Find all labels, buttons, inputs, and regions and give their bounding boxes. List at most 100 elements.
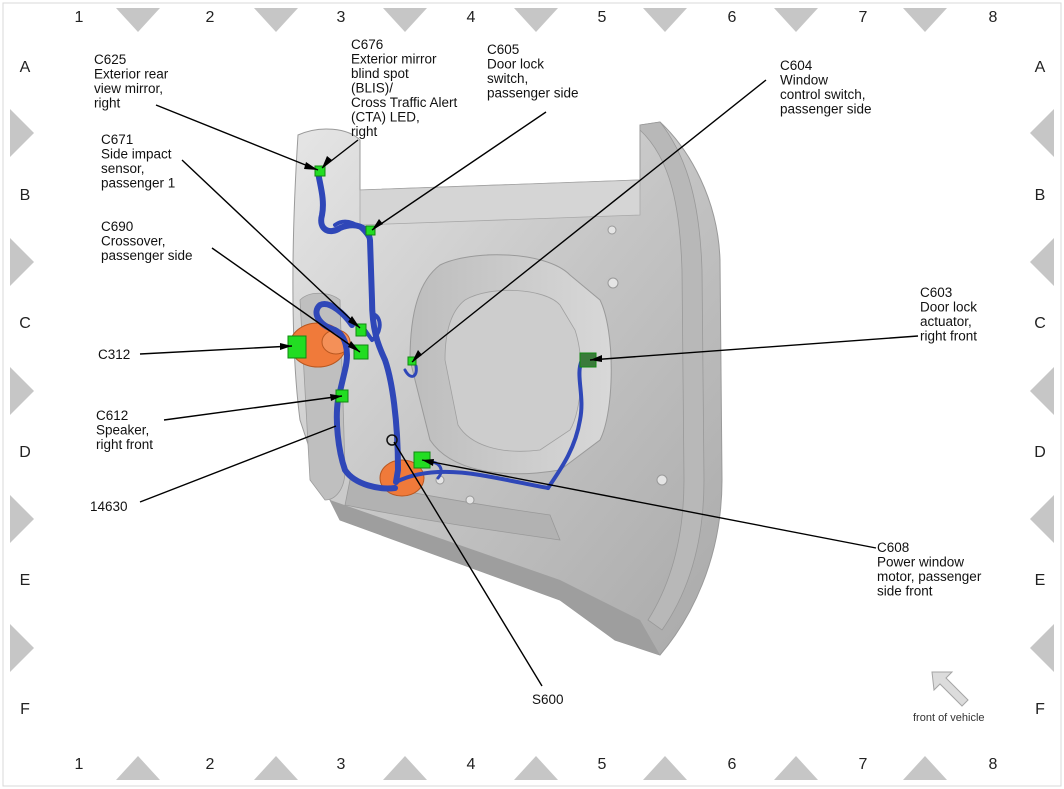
callout-line: passenger side [780, 102, 872, 117]
callout-line: Exterior mirror [351, 52, 437, 67]
callout-line: right [94, 96, 121, 111]
connector-c671 [355, 323, 367, 337]
grid-row-label: C [1034, 315, 1046, 332]
callout-line: sensor, [101, 161, 145, 176]
callout-c312: C312 [98, 347, 130, 362]
grid-marker-bottom [514, 756, 558, 780]
grid-marker-left [10, 238, 34, 286]
callout-line: Door lock [487, 57, 544, 72]
callout-line: actuator, [920, 314, 972, 329]
callout-14630: 14630 [90, 499, 128, 514]
callout-line: 14630 [90, 499, 128, 514]
callout-line: passenger side [101, 248, 193, 263]
grid-marker-left [10, 624, 34, 672]
grid-column-label: 4 [467, 756, 476, 773]
grid-marker-top [254, 8, 298, 32]
callout-line: passenger side [487, 86, 579, 101]
callout-line: (CTA) LED, [351, 110, 420, 125]
grid-marker-top [514, 8, 558, 32]
grid-row-label: F [1035, 701, 1045, 718]
grid-marker-left [10, 367, 34, 415]
connector-c604 [407, 356, 417, 366]
grid-row-label: E [1035, 572, 1046, 589]
front-of-vehicle-indicator: front of vehicle [913, 671, 985, 724]
grid-row-label: E [20, 572, 31, 589]
callout-line: blind spot [351, 66, 409, 81]
grid-marker-bottom [254, 756, 298, 780]
grid-marker-right [1030, 495, 1054, 543]
grid-marker-bottom [116, 756, 160, 780]
grid-marker-right [1030, 238, 1054, 286]
callout-line: switch, [487, 71, 528, 86]
grid-column-label: 2 [206, 756, 215, 773]
grid-column-label: 4 [467, 9, 476, 26]
callout-line: right [351, 124, 378, 139]
grid-column-label: 1 [75, 9, 84, 26]
callout-line: side front [877, 584, 933, 599]
grid-marker-right [1030, 624, 1054, 672]
grid-marker-right [1030, 367, 1054, 415]
splice-s600 [386, 434, 398, 446]
grid-marker-top [774, 8, 818, 32]
connector-c625 [314, 165, 326, 177]
connectors [287, 165, 597, 469]
callout-line: Side impact [101, 147, 172, 162]
grid-column-label: 1 [75, 756, 84, 773]
door-inner-panel [292, 121, 723, 656]
grid-marker-top [383, 8, 427, 32]
callout-line: right front [920, 329, 977, 344]
grid-column-label: 7 [859, 9, 868, 26]
grid-marker-bottom [903, 756, 947, 780]
callout-line: C690 [101, 219, 133, 234]
grid-row-label: C [19, 315, 31, 332]
callout-line: Power window [877, 555, 964, 570]
callout-line: Cross Traffic Alert [351, 95, 458, 110]
grid-row-label: A [20, 59, 31, 76]
callout-line: motor, passenger [877, 569, 982, 584]
grid-row-label: B [20, 187, 31, 204]
grid-column-label: 5 [598, 756, 607, 773]
connector-c690 [353, 344, 369, 360]
grid-column-label: 6 [728, 9, 737, 26]
grid-column-label: 8 [989, 9, 998, 26]
grid-marker-bottom [643, 756, 687, 780]
leader-lines [139, 79, 919, 687]
callout-line: Exterior rear [94, 67, 169, 82]
grid-marker-top [116, 8, 160, 32]
callout-line: (BLIS)/ [351, 81, 393, 96]
grid-column-label: 7 [859, 756, 868, 773]
grid-marker-top [903, 8, 947, 32]
callout-line: C612 [96, 408, 128, 423]
callout-s600: S600 [532, 692, 564, 707]
front-of-vehicle-label: front of vehicle [913, 712, 985, 724]
grid-marker-bottom [774, 756, 818, 780]
connector-c605 [365, 225, 376, 236]
callout-line: Speaker, [96, 423, 149, 438]
callout-line: C312 [98, 347, 130, 362]
grid-markers [10, 8, 1054, 780]
callout-line: C603 [920, 285, 952, 300]
callout-line: C625 [94, 52, 126, 67]
grid-column-label: 2 [206, 9, 215, 26]
grid-marker-left [10, 109, 34, 157]
callout-line: C671 [101, 132, 133, 147]
callout-line: Door lock [920, 300, 977, 315]
callout-line: Window [780, 73, 828, 88]
grid-column-label: 5 [598, 9, 607, 26]
grid-column-label: 8 [989, 756, 998, 773]
grid-marker-left [10, 495, 34, 543]
callout-line: right front [96, 437, 153, 452]
grid-column-label: 6 [728, 756, 737, 773]
